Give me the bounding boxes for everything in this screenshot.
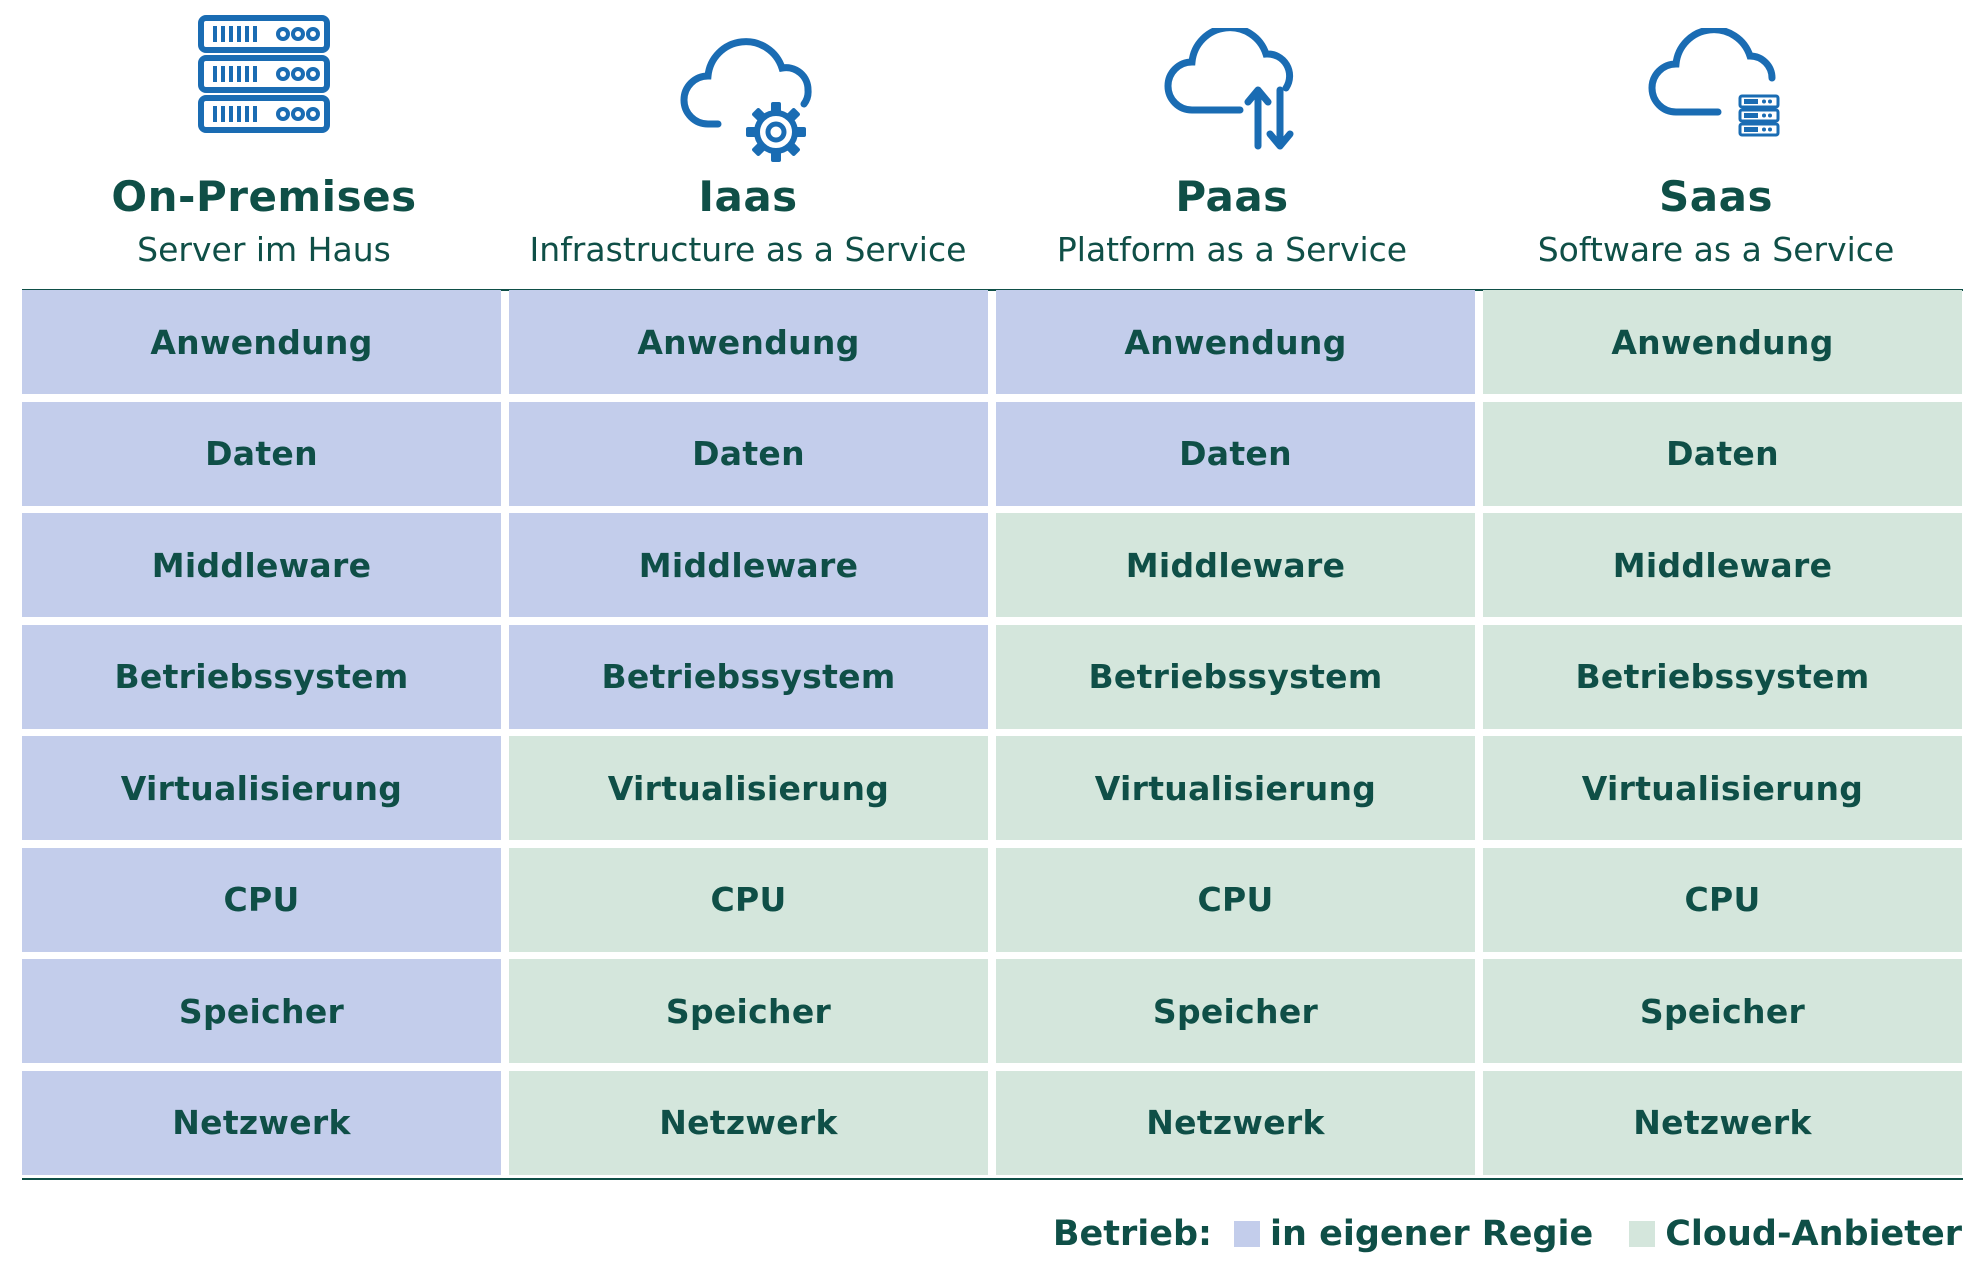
layer-cell: Middleware — [1483, 513, 1962, 617]
layer-cell: Daten — [509, 401, 988, 506]
layer-cell: Anwendung — [996, 290, 1475, 394]
layer-cell: Netzwerk — [22, 1070, 501, 1175]
column-title: Saas — [1659, 172, 1773, 221]
layer-cell: Virtualisierung — [509, 736, 988, 840]
legend-label-own: in eigener Regie — [1270, 1214, 1594, 1254]
column-subtitle: Server im Haus — [137, 230, 391, 269]
layer-cell: Netzwerk — [509, 1070, 988, 1175]
column-title: Paas — [1175, 172, 1289, 221]
layer-cell: CPU — [509, 847, 988, 952]
layer-cell: Virtualisierung — [22, 736, 501, 840]
legend-label-cloud: Cloud-Anbieter — [1665, 1214, 1962, 1254]
cloud-gear-icon — [680, 38, 812, 162]
layer-cell: CPU — [1483, 847, 1962, 952]
layer-cell: Anwendung — [509, 290, 988, 394]
cloud-server-icon — [1648, 28, 1780, 137]
layer-cell: Speicher — [996, 959, 1475, 1063]
layer-cell: Netzwerk — [1483, 1070, 1962, 1175]
layer-cell: Virtualisierung — [1483, 736, 1962, 840]
layer-cell: Speicher — [1483, 959, 1962, 1063]
column-title: Iaas — [698, 172, 798, 221]
layer-cell: Betriebssystem — [22, 624, 501, 729]
legend-swatch-own — [1234, 1221, 1261, 1247]
cloud-arrows-icon — [1164, 28, 1294, 150]
layer-cell: CPU — [22, 847, 501, 952]
server-rack-icon — [198, 15, 330, 133]
column-subtitle: Infrastructure as a Service — [529, 230, 967, 269]
table-bottom-rule — [22, 1178, 1963, 1180]
layer-cell: Speicher — [22, 959, 501, 1063]
layer-cell: Netzwerk — [996, 1070, 1475, 1175]
layer-cell: CPU — [996, 847, 1475, 952]
layer-cell: Daten — [1483, 401, 1962, 506]
column-header-iaas: Iaas Infrastructure as a Service — [506, 0, 990, 282]
layer-cell: Middleware — [22, 513, 501, 617]
column-subtitle: Software as a Service — [1537, 230, 1895, 269]
column-header-paas: Paas Platform as a Service — [990, 0, 1474, 282]
column-header-on-premises: On-Premises Server im Haus — [22, 0, 506, 282]
legend: Betrieb: in eigener Regie Cloud-Anbieter — [1053, 1212, 1962, 1256]
legend-prefix: Betrieb: — [1052, 1214, 1213, 1254]
column-title: On-Premises — [111, 172, 417, 221]
layer-cell: Betriebssystem — [509, 624, 988, 729]
layer-cell: Daten — [996, 401, 1475, 506]
layer-cell: Anwendung — [22, 290, 501, 394]
layer-cell: Daten — [22, 401, 501, 506]
column-subtitle: Platform as a Service — [1056, 230, 1408, 269]
column-header-saas: Saas Software as a Service — [1474, 0, 1958, 282]
layer-cell: Anwendung — [1483, 290, 1962, 394]
layer-cell: Speicher — [509, 959, 988, 1063]
layer-cell: Middleware — [509, 513, 988, 617]
layer-cell: Middleware — [996, 513, 1475, 617]
layer-cell: Betriebssystem — [996, 624, 1475, 729]
layer-cell: Virtualisierung — [996, 736, 1475, 840]
legend-swatch-cloud — [1629, 1221, 1656, 1247]
table-top-rule — [22, 289, 1963, 291]
layer-cell: Betriebssystem — [1483, 624, 1962, 729]
